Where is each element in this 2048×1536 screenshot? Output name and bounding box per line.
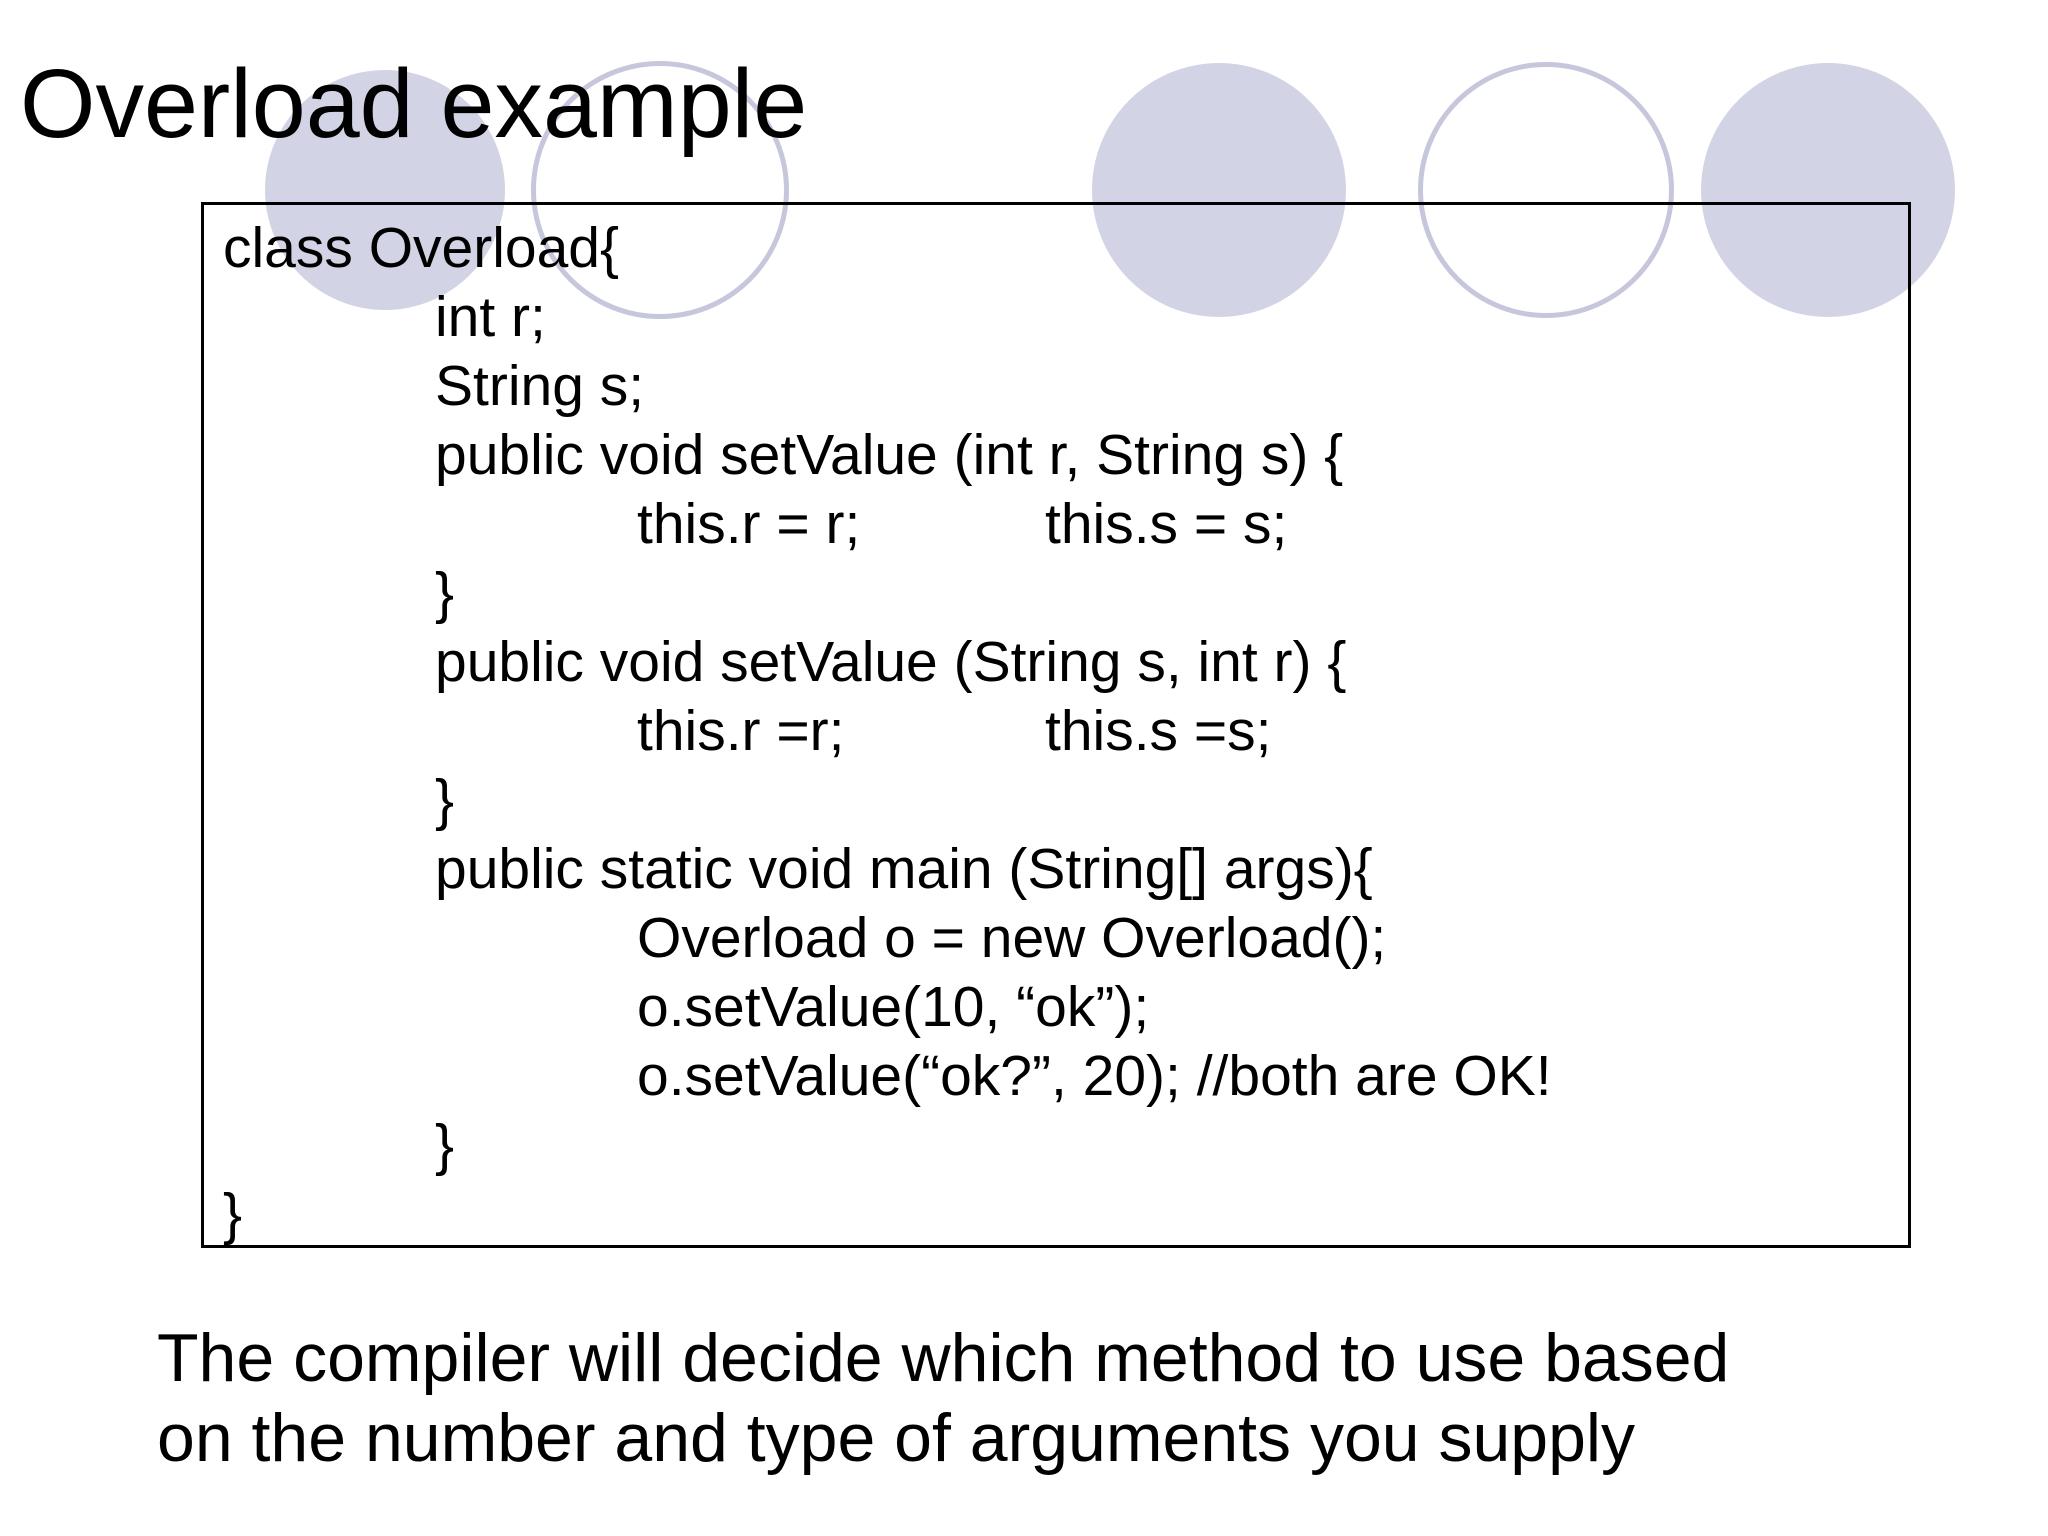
code-text: this.s = s;	[1045, 492, 1288, 556]
code-line: this.r = r; this.s = s;	[204, 490, 1908, 559]
code-line: }	[204, 1111, 1908, 1180]
code-line: o.setValue(10, “ok”);	[204, 973, 1908, 1042]
code-text: public static void main (String[] args){	[435, 837, 1373, 901]
code-text: public void setValue (String s, int r) {	[435, 630, 1347, 694]
code-line: o.setValue(“ok?”, 20); //both are OK!	[204, 1042, 1908, 1111]
code-line: Overload o = new Overload();	[204, 904, 1908, 973]
code-text: }	[223, 1182, 243, 1246]
code-text: o.setValue(“ok?”, 20); //both are OK!	[637, 1044, 1552, 1108]
code-text: class Overload{	[223, 216, 620, 280]
code-text: }	[435, 561, 455, 625]
footer-line: on the number and type of arguments you …	[157, 1400, 1636, 1476]
code-text: String s;	[435, 354, 645, 418]
code-line: public void setValue (int r, String s) {	[204, 421, 1908, 490]
code-line: class Overload{	[204, 214, 1908, 283]
code-text: }	[435, 768, 455, 832]
code-line: this.r =r; this.s =s;	[204, 697, 1908, 766]
code-text: this.r = r;	[637, 492, 861, 556]
code-line: public static void main (String[] args){	[204, 835, 1908, 904]
decorative-circle	[265, 70, 505, 310]
page-title: Overload example	[20, 49, 808, 158]
code-line: String s;	[204, 352, 1908, 421]
code-text: Overload o = new Overload();	[637, 906, 1387, 970]
decorative-circle	[531, 61, 789, 319]
code-line: }	[204, 559, 1908, 628]
decorative-circle	[1092, 63, 1346, 317]
code-text: public void setValue (int r, String s) {	[435, 423, 1344, 487]
footer-line: The compiler will decide which method to…	[157, 1320, 1730, 1396]
code-text: this.s =s;	[1045, 699, 1272, 763]
code-line: }	[204, 766, 1908, 835]
code-line: int r;	[204, 283, 1908, 352]
code-text: }	[435, 1113, 455, 1177]
code-line: }	[204, 1180, 1908, 1249]
decorative-circle	[1418, 62, 1674, 318]
code-box: class Overload{ int r; String s; public …	[201, 202, 1911, 1248]
decorative-circle	[1701, 63, 1955, 317]
code-line: public void setValue (String s, int r) {	[204, 628, 1908, 697]
footer-text: The compiler will decide which method to…	[157, 1318, 1729, 1478]
code-text: o.setValue(10, “ok”);	[637, 975, 1150, 1039]
code-text: int r;	[435, 285, 546, 349]
code-text: this.r =r;	[637, 699, 845, 763]
